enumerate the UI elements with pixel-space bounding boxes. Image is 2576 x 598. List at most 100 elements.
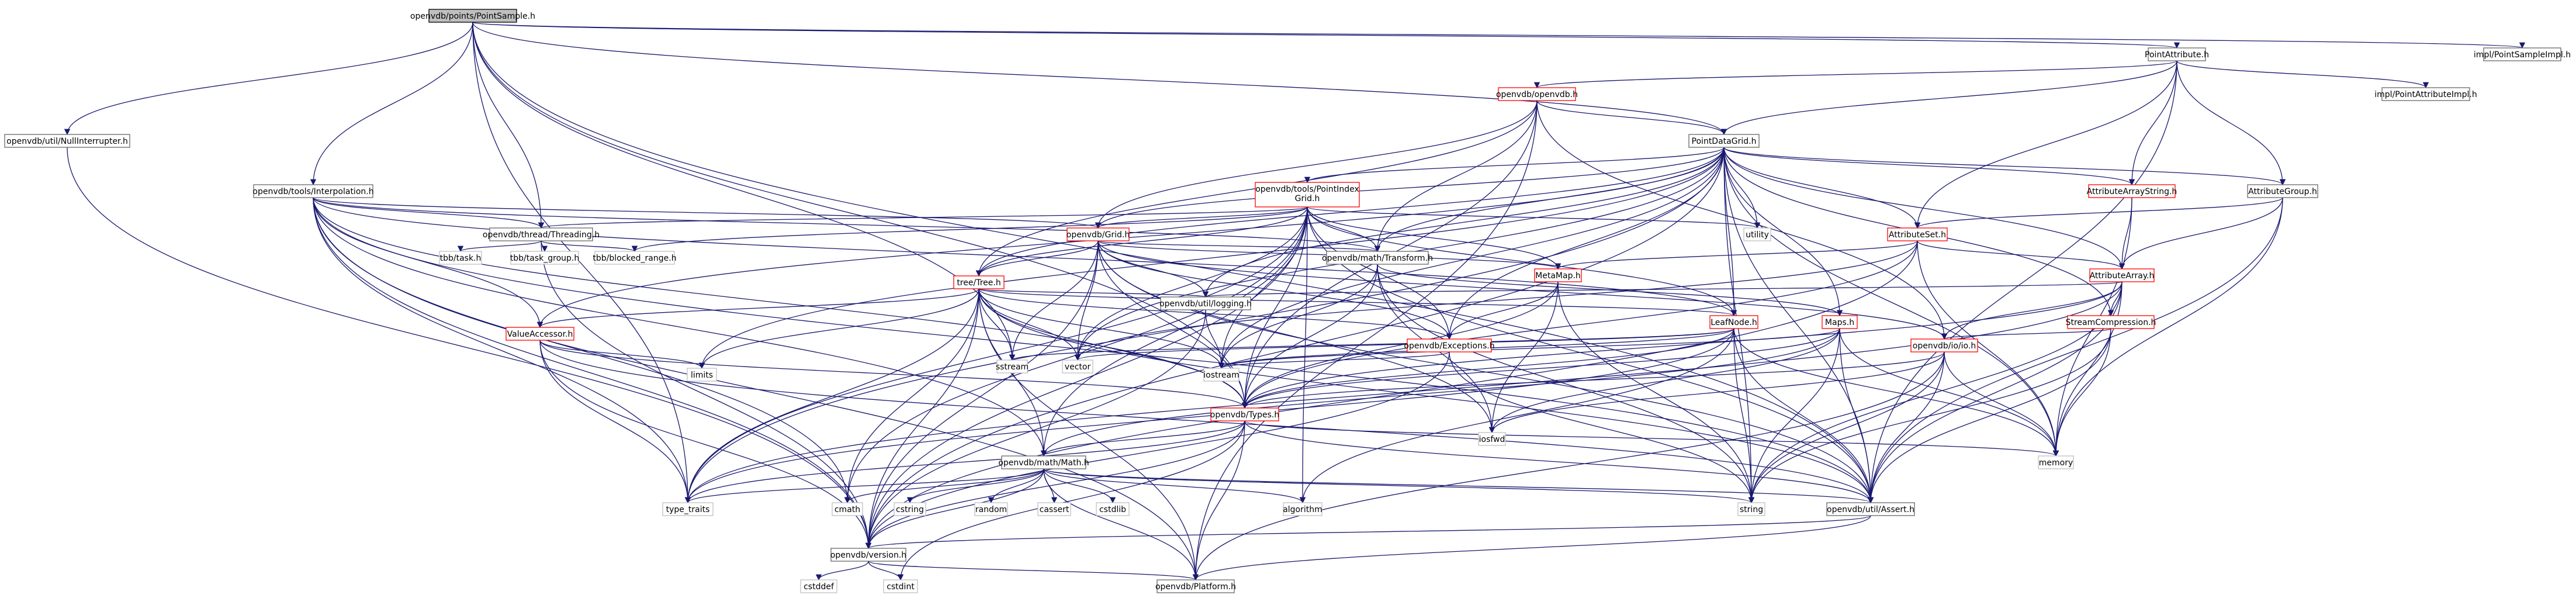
- node-algorithm[interactable]: algorithm: [1283, 502, 1322, 516]
- edge-transform-to-string: [1377, 264, 1755, 504]
- edge-pointattr-to-imp_attr: [2176, 60, 2429, 89]
- nodes-layer: openvdb/points/PointSample.hPointAttribu…: [4, 9, 2571, 593]
- node-box-cmath: [832, 502, 863, 516]
- node-tbbtask[interactable]: tbb/task.h: [439, 251, 482, 265]
- node-box-cstring: [894, 502, 926, 516]
- edge-mathh-to-version: [865, 468, 1044, 549]
- node-cstdint[interactable]: cstdint: [883, 579, 918, 593]
- node-limits[interactable]: limits: [687, 368, 717, 382]
- node-label-version: openvdb/version.h: [830, 551, 906, 560]
- node-treeh[interactable]: tree/Tree.h: [953, 275, 1005, 289]
- node-cassert[interactable]: cassert: [1037, 502, 1071, 516]
- edge-interp-to-platform: [313, 197, 1199, 581]
- node-tbbbr[interactable]: tbb/blocked_range.h: [593, 251, 677, 265]
- node-label-leafnode: LeafNode.h: [1711, 318, 1757, 327]
- node-memory[interactable]: memory: [2038, 455, 2074, 469]
- node-label-cstdint: cstdint: [887, 582, 915, 592]
- edge-threading-to-version: [541, 240, 872, 549]
- node-agroup[interactable]: AttributeGroup.h: [2247, 184, 2318, 198]
- edge-agroup-to-memory: [2052, 197, 2283, 457]
- node-box-iostream: [1203, 368, 1239, 382]
- node-interp[interactable]: openvdb/tools/Interpolation.h: [252, 184, 374, 198]
- node-string[interactable]: string: [1737, 502, 1765, 516]
- edge-iostr-to-types: [1242, 351, 1945, 409]
- edge-pointattr-to-aas: [2128, 60, 2177, 186]
- node-leafnode[interactable]: LeafNode.h: [1709, 315, 1758, 329]
- node-label-attrset: AttributeSet.h: [1889, 230, 1946, 240]
- node-aas[interactable]: AttributeArrayString.h: [2087, 184, 2177, 198]
- node-box-assert: [1826, 502, 1915, 516]
- edge-treeh-to-cmath: [844, 288, 979, 504]
- edge-interp-to-version: [313, 197, 872, 549]
- node-metamap[interactable]: MetaMap.h: [1534, 268, 1582, 282]
- edge-openvdbh-to-transform: [1374, 100, 1538, 253]
- node-label-iostream: iostream: [1203, 371, 1239, 380]
- node-exceptions[interactable]: openvdb/Exceptions.h: [1404, 338, 1495, 352]
- node-nullint[interactable]: openvdb/util/NullInterrupter.h: [4, 134, 130, 148]
- node-iostream[interactable]: iostream: [1203, 368, 1239, 382]
- node-utility[interactable]: utility: [1743, 227, 1771, 241]
- edge-pointattr-to-pdg: [1720, 60, 2177, 136]
- node-label-logging: openvdb/util/logging.h: [1159, 299, 1252, 309]
- node-version[interactable]: openvdb/version.h: [830, 548, 906, 562]
- node-vector[interactable]: vector: [1062, 360, 1093, 374]
- node-box-threading: [489, 227, 593, 241]
- node-threading[interactable]: openvdb/thread/Threading.h: [483, 227, 600, 241]
- edge-treeh-to-exceptions: [978, 288, 1453, 340]
- node-box-attrarray: [2089, 268, 2155, 282]
- node-gridh[interactable]: openvdb/Grid.h: [1067, 227, 1130, 241]
- node-label-platform: openvdb/Platform.h: [1155, 582, 1236, 592]
- edge-agroup-to-attrset: [1914, 197, 2283, 229]
- node-cstddef[interactable]: cstddef: [800, 579, 837, 593]
- node-pdg[interactable]: PointDataGrid.h: [1688, 134, 1760, 148]
- node-box-agroup: [2247, 184, 2318, 198]
- node-pig1[interactable]: openvdb/tools/PointIndex: [1255, 182, 1360, 208]
- node-imp_sample[interactable]: impl/PointSampleImpl.h: [2474, 47, 2571, 61]
- node-root[interactable]: openvdb/points/PointSample.h: [410, 9, 535, 23]
- edge-pointattr-to-agroup: [2176, 60, 2286, 186]
- edge-gridh-to-vector: [1074, 240, 1099, 361]
- node-valacc[interactable]: ValueAccessor.h: [505, 327, 574, 341]
- node-transform[interactable]: openvdb/math/Transform.h: [1322, 251, 1433, 265]
- node-sstream[interactable]: sstream: [996, 360, 1029, 374]
- node-types[interactable]: openvdb/Types.h: [1210, 407, 1280, 421]
- node-label-tbbtask: tbb/task.h: [440, 254, 482, 263]
- node-assert[interactable]: openvdb/util/Assert.h: [1826, 502, 1915, 516]
- edge-mathh-to-cstring: [906, 468, 1044, 504]
- node-pointattr[interactable]: PointAttribute.h: [2145, 47, 2209, 61]
- edge-pdg-to-valacc: [536, 147, 1725, 329]
- edge-pig1-to-iostream: [1218, 206, 1308, 369]
- node-cstdlib[interactable]: cstdlib: [1096, 502, 1130, 516]
- node-box-valacc: [505, 327, 574, 341]
- edge-pdg-to-limits: [698, 147, 1725, 369]
- edge-types-to-platform: [1192, 420, 1245, 581]
- edges-layer: [64, 22, 2525, 581]
- node-typetraits[interactable]: type_traits: [662, 502, 714, 516]
- node-tbbtg[interactable]: tbb/task_group.h: [510, 251, 579, 265]
- node-platform[interactable]: openvdb/Platform.h: [1155, 579, 1236, 593]
- node-attrarray[interactable]: AttributeArray.h: [2089, 268, 2155, 282]
- node-iosfwd[interactable]: iosfwd: [1478, 432, 1506, 446]
- node-label-agroup: AttributeGroup.h: [2248, 187, 2317, 196]
- node-maps[interactable]: Maps.h: [1822, 315, 1858, 329]
- node-box-aas: [2088, 184, 2176, 198]
- node-attrset[interactable]: AttributeSet.h: [1887, 227, 1948, 241]
- node-cstring[interactable]: cstring: [894, 502, 926, 516]
- node-openvdbh[interactable]: openvdb/openvdb.h: [1496, 87, 1578, 101]
- node-imp_attr[interactable]: impl/PointAttributeImpl.h: [2374, 87, 2477, 101]
- node-box-imp_attr: [2381, 87, 2470, 101]
- edge-maps-to-mathh: [1040, 328, 1840, 457]
- node-iostr[interactable]: openvdb/io/io.h: [1910, 338, 1978, 352]
- edge-gridh-to-version: [865, 240, 1099, 549]
- node-mathh[interactable]: openvdb/math/Math.h: [998, 455, 1089, 469]
- edge-nullint-to-version: [67, 147, 872, 549]
- edge-openvdbh-to-gridh: [1095, 100, 1538, 229]
- node-logging[interactable]: openvdb/util/logging.h: [1159, 296, 1252, 310]
- node-box-tbbbr: [594, 251, 675, 265]
- edge-iostr-to-assert: [1867, 351, 1945, 504]
- node-streamcomp[interactable]: StreamCompression.h: [2066, 315, 2156, 329]
- node-cmath[interactable]: cmath: [832, 502, 863, 516]
- node-label-types: openvdb/Types.h: [1210, 410, 1280, 420]
- node-random[interactable]: random: [974, 502, 1008, 516]
- edge-maps-to-string: [1748, 328, 1840, 504]
